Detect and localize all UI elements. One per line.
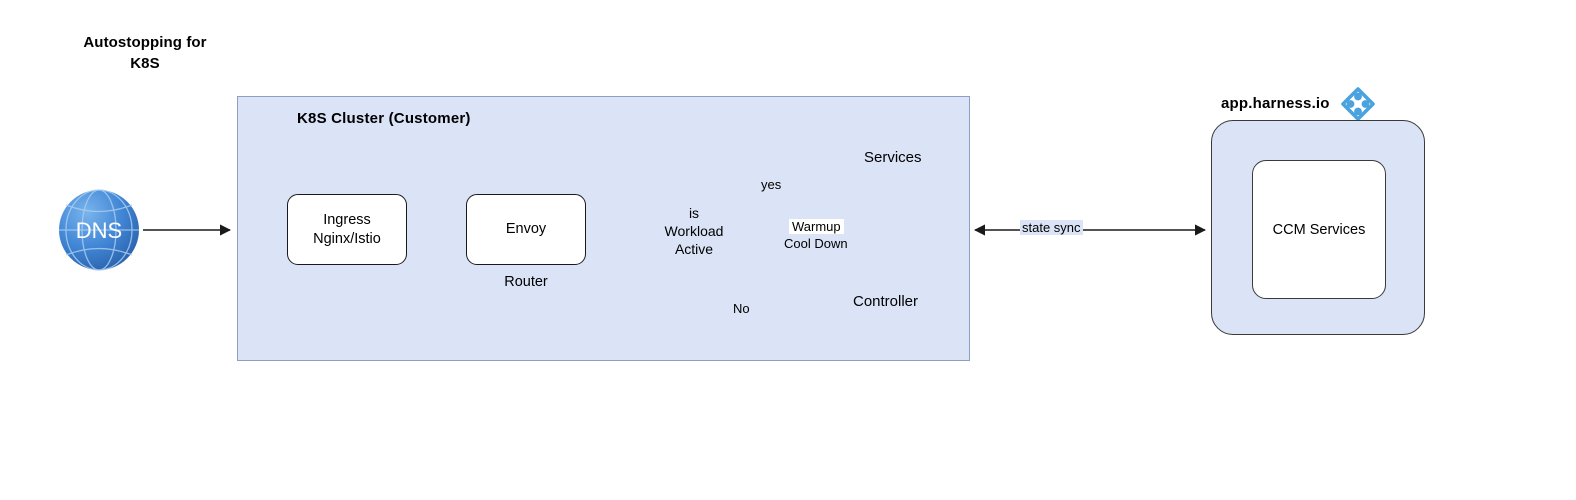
page-title: Autostopping for K8S <box>30 32 260 74</box>
page-title-line2: K8S <box>130 55 160 72</box>
edge-label-yes: yes <box>761 177 782 192</box>
decision-line3: Active <box>674 241 714 257</box>
edge-label-warmup: Warmup <box>789 219 844 234</box>
ingress-label-line2: Nginx/Istio <box>313 230 381 247</box>
controller-label: Controller <box>853 293 919 310</box>
dns-globe-icon: DNS <box>59 189 139 271</box>
edge-label-no: No <box>733 301 750 316</box>
ccm-services-box[interactable] <box>1252 160 1386 299</box>
envoy-node[interactable]: Envoy <box>466 194 586 265</box>
k8s-cluster-title: K8S Cluster (Customer) <box>297 110 471 127</box>
ingress-node[interactable]: Ingress Nginx/Istio <box>287 194 407 265</box>
decision-line2: Workload <box>664 223 724 239</box>
edge-label-state-sync: state sync <box>1020 220 1083 235</box>
decision-node-label: is Workload Active <box>648 204 740 258</box>
envoy-label: Envoy <box>505 221 547 237</box>
router-label: Router <box>504 274 548 290</box>
edge-label-cooldown: Cool Down <box>784 236 848 251</box>
ccm-services-label: CCM Services <box>1272 222 1366 238</box>
ingress-label-line1: Ingress <box>323 211 371 228</box>
decision-line1: is <box>688 205 700 221</box>
page-title-line1: Autostopping for <box>83 34 207 51</box>
harness-title: app.harness.io <box>1221 95 1330 112</box>
svg-text:DNS: DNS <box>76 218 122 243</box>
services-label: Services <box>864 149 922 166</box>
harness-logo-icon <box>1341 87 1375 121</box>
